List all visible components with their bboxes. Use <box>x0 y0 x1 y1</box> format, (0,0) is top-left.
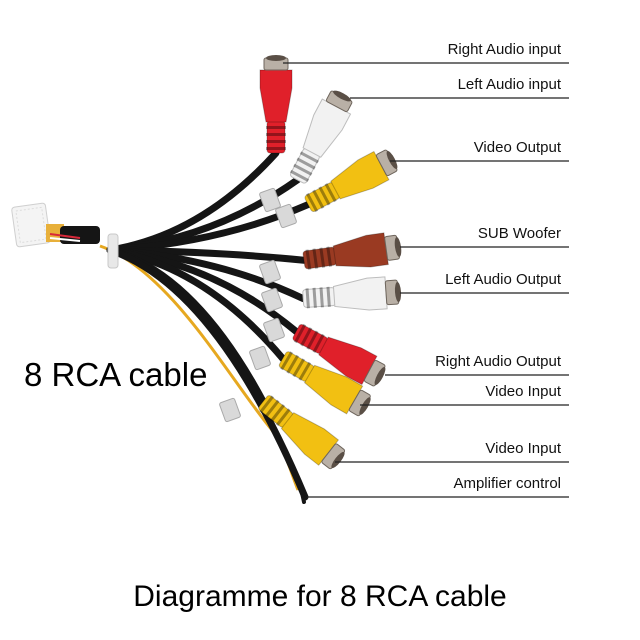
amplifier-control-wire <box>290 468 306 504</box>
cable-tag-4 <box>261 287 283 313</box>
rca-plug-7 <box>278 351 371 417</box>
rca-plug-2 <box>289 90 353 184</box>
label-right-audio-output: Right Audio Output <box>435 353 561 370</box>
multi-pin-connector <box>11 202 100 248</box>
label-right-audio-input: Right Audio input <box>447 41 561 58</box>
rca-plugs <box>258 55 402 470</box>
rca-plug-3 <box>304 149 398 213</box>
cable-tag-7 <box>219 397 241 423</box>
leader-lines <box>283 62 569 498</box>
label-amplifier-control: Amplifier control <box>453 475 561 492</box>
label-video-input-1: Video Input <box>485 383 561 400</box>
diagram-caption: Diagramme for 8 RCA cable <box>133 580 507 613</box>
label-video-output: Video Output <box>473 139 561 156</box>
label-sub-woofer: SUB Woofer <box>477 225 561 242</box>
cable-9 <box>106 246 309 501</box>
cable-tie <box>107 233 119 269</box>
label-left-audio-output: Left Audio Output <box>445 271 561 288</box>
cable-tag-5 <box>263 317 285 343</box>
cable-tag-6 <box>249 345 271 371</box>
rca-plug-1 <box>259 55 293 154</box>
rca-plug-8 <box>258 395 346 470</box>
rca-plug-6 <box>292 323 386 387</box>
cable-tag-2 <box>275 203 297 229</box>
cable-name-heading: 8 RCA cable <box>24 356 208 393</box>
cable-tag-3 <box>259 259 281 285</box>
cable-tag-1 <box>259 187 281 213</box>
label-video-input-2: Video Input <box>485 440 561 457</box>
label-left-audio-input: Left Audio input <box>457 76 561 93</box>
rca-plug-4 <box>302 232 402 270</box>
rca-plug-5 <box>302 276 402 311</box>
cable-bundle <box>99 149 312 504</box>
